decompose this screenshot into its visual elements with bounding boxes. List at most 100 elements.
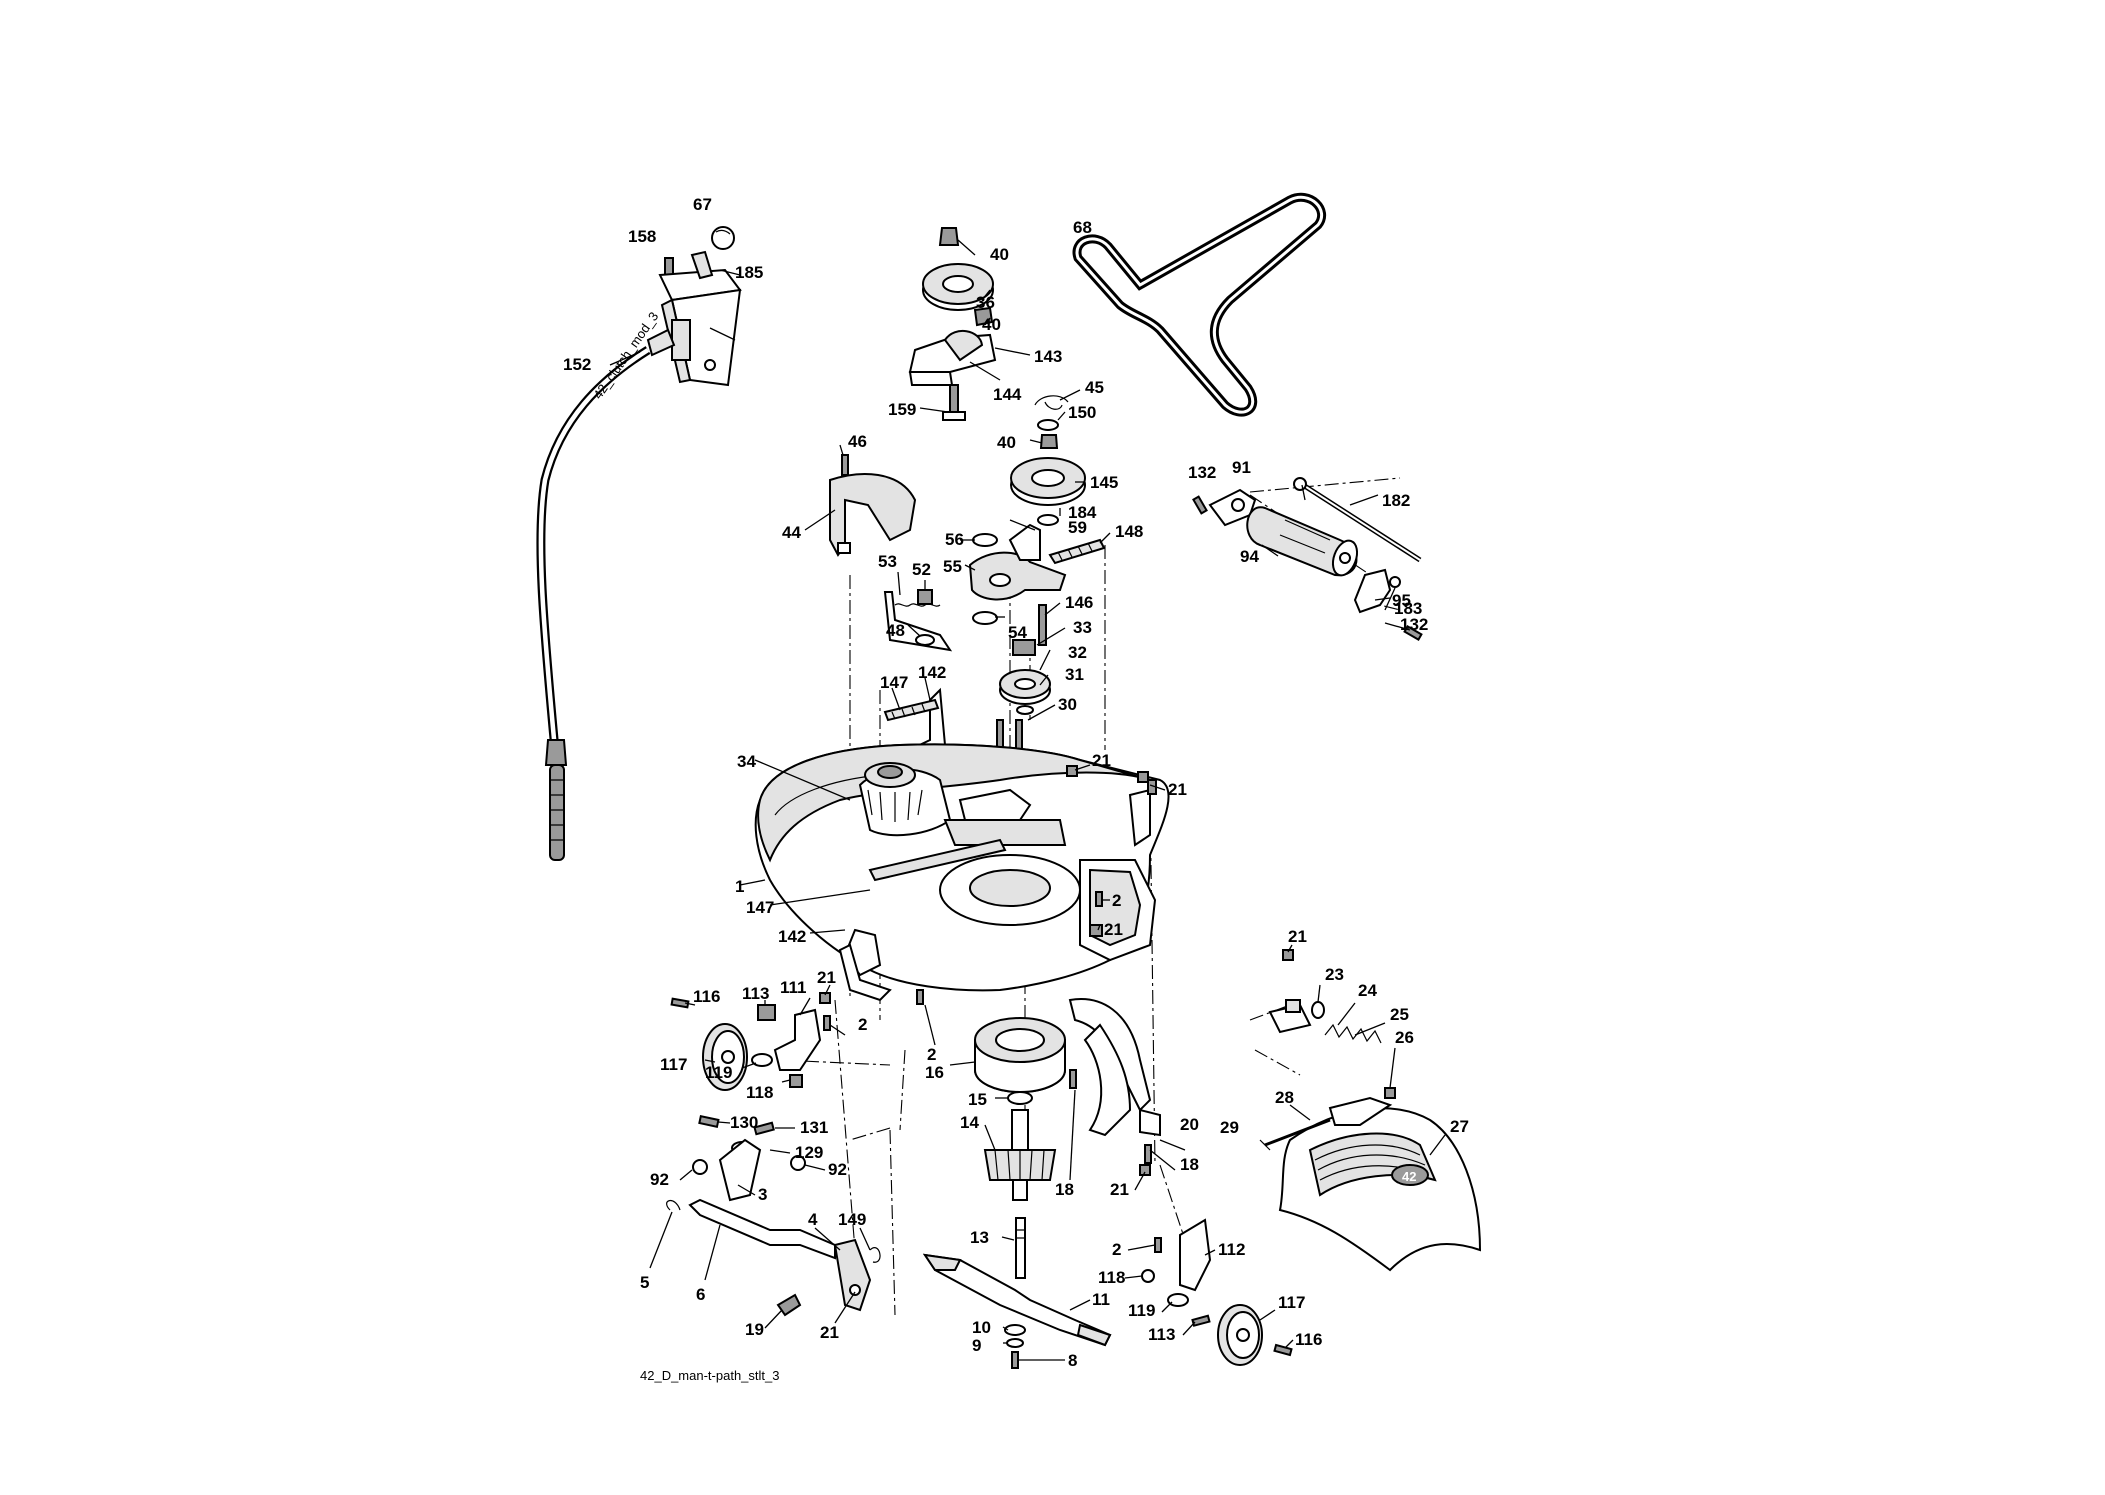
callout-label: 5 bbox=[640, 1273, 649, 1292]
deflector-spring-assembly bbox=[1268, 949, 1382, 1044]
callout-label: 56 bbox=[945, 530, 964, 549]
callout-label: 48 bbox=[886, 621, 905, 640]
discharge-chute-27: 42 bbox=[1259, 1096, 1482, 1272]
tension-spring-53 bbox=[883, 589, 953, 652]
callout-label: 95 bbox=[1392, 591, 1411, 610]
idler-pulley-assembly bbox=[908, 227, 997, 421]
callout-label: 11 bbox=[1092, 1290, 1110, 1309]
callout-label: 21 bbox=[1110, 1180, 1129, 1199]
callout-label: 113 bbox=[742, 984, 769, 1003]
callout-label: 3 bbox=[758, 1185, 767, 1204]
callout-label: 143 bbox=[1034, 347, 1062, 366]
callout-label: 25 bbox=[1390, 1005, 1409, 1024]
callout-label: 21 bbox=[1092, 751, 1111, 770]
callout-label: 21 bbox=[1288, 927, 1307, 946]
callout-label: 116 bbox=[1295, 1330, 1322, 1349]
callout-label: 9 bbox=[972, 1336, 981, 1355]
callout-label: 91 bbox=[1232, 458, 1251, 477]
callout-label: 46 bbox=[848, 432, 867, 451]
blade-11 bbox=[922, 1253, 1112, 1369]
callout-label: 146 bbox=[1065, 593, 1093, 612]
callout-label: 40 bbox=[997, 433, 1016, 452]
callout-label: 142 bbox=[778, 927, 806, 946]
callout-label: 2 bbox=[927, 1045, 936, 1064]
callout-label: 182 bbox=[1382, 491, 1410, 510]
callout-label: 67 bbox=[693, 195, 712, 214]
callout-label: 18 bbox=[1180, 1155, 1199, 1174]
callout-label: 183 bbox=[1394, 599, 1422, 618]
spindle-14 bbox=[983, 1091, 1057, 1279]
callout-label: 92 bbox=[650, 1170, 669, 1189]
callout-label: 32 bbox=[1068, 643, 1087, 662]
callout-label: 21 bbox=[1168, 780, 1187, 799]
callout-label: 45 bbox=[1085, 378, 1104, 397]
drive-pulley-stack bbox=[996, 538, 1106, 753]
callout-label: 147 bbox=[880, 673, 908, 692]
callout-label: 53 bbox=[878, 552, 897, 571]
lower-bracket-142 bbox=[838, 943, 892, 1002]
callout-label: 152 bbox=[563, 355, 591, 374]
spindle-housing-16 bbox=[974, 1017, 1066, 1093]
clutch-cable-152: 42_clutch_mod_3 bbox=[536, 309, 661, 861]
callout-label: 117 bbox=[1278, 1293, 1305, 1312]
callout-label: 112 bbox=[1218, 1240, 1245, 1259]
callout-label: 148 bbox=[1115, 522, 1143, 541]
callout-label: 33 bbox=[1073, 618, 1092, 637]
callout-label: 52 bbox=[912, 560, 931, 579]
callout-label: 94 bbox=[1240, 547, 1259, 566]
callout-label: 30 bbox=[1058, 695, 1077, 714]
mower-deck-1 bbox=[754, 743, 1170, 992]
callout-label: 132 bbox=[1188, 463, 1216, 482]
callout-label: 23 bbox=[1325, 965, 1344, 984]
cable-marking: 42_clutch_mod_3 bbox=[590, 309, 661, 402]
callout-label: 36 bbox=[976, 293, 995, 312]
anti-scalp-roller-94 bbox=[1192, 477, 1423, 641]
callout-label: 29 bbox=[1220, 1118, 1239, 1137]
callout-label: 16 bbox=[925, 1063, 944, 1082]
leader-lines bbox=[609, 239, 1446, 1361]
callout-label: 31 bbox=[1065, 665, 1084, 684]
callout-label: 54 bbox=[1008, 623, 1027, 642]
callout-label: 2 bbox=[1112, 1240, 1121, 1259]
clutch-handle-assembly bbox=[646, 226, 742, 387]
callout-label: 129 bbox=[795, 1143, 823, 1162]
callout-label: 159 bbox=[888, 400, 916, 419]
callout-label: 150 bbox=[1068, 403, 1096, 422]
callout-label: 40 bbox=[990, 245, 1009, 264]
callout-labels: 6715818515240364014314415968451504014518… bbox=[563, 195, 1469, 1370]
callout-label: 119 bbox=[1128, 1301, 1155, 1320]
callout-label: 145 bbox=[1090, 473, 1118, 492]
callout-label: 92 bbox=[828, 1160, 847, 1179]
callout-label: 19 bbox=[745, 1320, 764, 1339]
callout-label: 184 bbox=[1068, 503, 1097, 522]
callout-label: 26 bbox=[1395, 1028, 1414, 1047]
callout-label: 1 bbox=[735, 877, 744, 896]
callout-label: 59 bbox=[1068, 518, 1087, 537]
right-gauge-wheel bbox=[1141, 1218, 1293, 1366]
callout-label: 118 bbox=[746, 1083, 773, 1102]
callout-label: 113 bbox=[1148, 1325, 1175, 1344]
chute-badge: 42 bbox=[1402, 1169, 1416, 1184]
callout-label: 55 bbox=[943, 557, 962, 576]
callout-label: 34 bbox=[737, 752, 756, 771]
callout-label: 40 bbox=[982, 315, 1001, 334]
belt-cover-44 bbox=[829, 454, 917, 557]
callout-label: 20 bbox=[1180, 1115, 1199, 1134]
callout-label: 119 bbox=[705, 1063, 732, 1082]
callout-label: 21 bbox=[820, 1323, 839, 1342]
callout-label: 131 bbox=[800, 1118, 828, 1137]
callout-label: 14 bbox=[960, 1113, 979, 1132]
callout-label: 2 bbox=[1112, 891, 1121, 910]
trim-bar-20 bbox=[1068, 998, 1161, 1164]
callout-label: 117 bbox=[660, 1055, 687, 1074]
front-link-6 bbox=[666, 1198, 881, 1317]
callout-label: 144 bbox=[993, 385, 1022, 404]
callout-label: 158 bbox=[628, 227, 656, 246]
callout-label: 6 bbox=[696, 1285, 705, 1304]
belt-68 bbox=[1072, 192, 1327, 417]
callout-label: 28 bbox=[1275, 1088, 1294, 1107]
callout-label: 149 bbox=[838, 1210, 866, 1229]
callout-label: 142 bbox=[918, 663, 946, 682]
left-gauge-wheel bbox=[670, 997, 822, 1091]
